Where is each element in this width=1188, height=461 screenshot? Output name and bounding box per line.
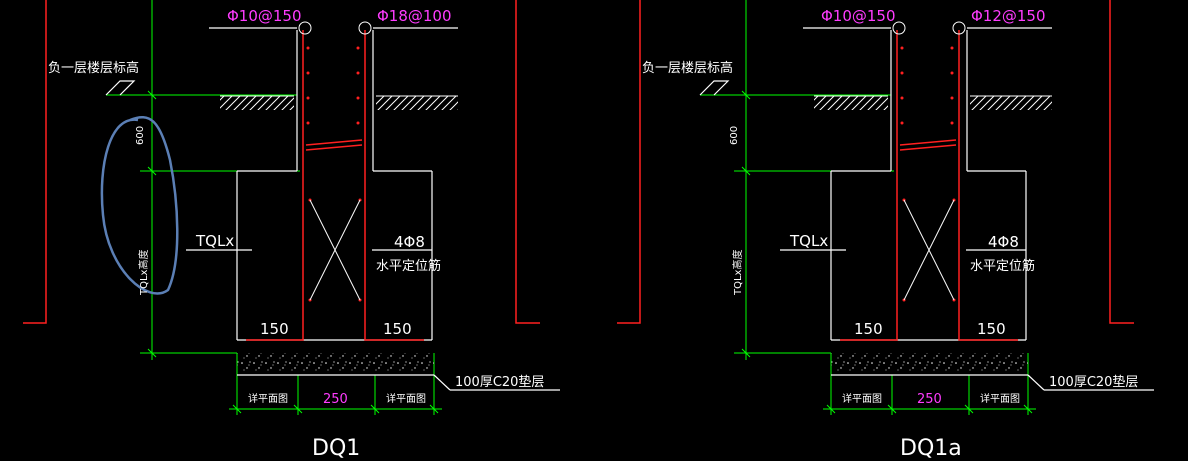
- rebar-dots: [900, 46, 956, 302]
- positioning-bars: 4Φ8: [394, 233, 425, 251]
- dim-250: 250: [917, 392, 942, 407]
- tql-label: TQLx: [789, 232, 828, 250]
- dimension-lines: [106, 0, 442, 415]
- dim-250: 250: [323, 392, 348, 407]
- tql-height-label: TQLx高度: [137, 250, 150, 296]
- positioning-cross: [903, 199, 955, 301]
- dim-150-right: 150: [383, 320, 412, 338]
- concrete-cushion: [831, 353, 1028, 372]
- cushion-label: 100厚C20垫层: [1049, 374, 1138, 390]
- wall-outline: [699, 27, 1154, 391]
- dim-150-left: 150: [854, 320, 883, 338]
- markup-circle: [100, 115, 179, 295]
- rebar-lines: [246, 30, 424, 341]
- rebar-left-spec: Φ10@150: [821, 7, 896, 25]
- dimension-lines: [700, 0, 1036, 415]
- positioning-note: 水平定位筋: [376, 258, 441, 274]
- positioning-cross: [309, 199, 361, 301]
- soil-hatch-left: [220, 96, 294, 110]
- rebar-dots: [306, 46, 362, 302]
- red-boundary-right: [1109, 0, 1134, 324]
- wall-outline: [105, 27, 560, 391]
- plan-ref-right: 详平面图: [980, 392, 1020, 405]
- tql-height-label: TQLx高度: [731, 250, 744, 296]
- plan-ref-right: 详平面图: [386, 392, 426, 405]
- rebar-left-spec: Φ10@150: [227, 7, 302, 25]
- detail-title: DQ1: [312, 436, 360, 461]
- detail-title: DQ1a: [900, 436, 962, 461]
- floor-elevation-label: 负一层楼层标高: [48, 60, 139, 76]
- soil-hatch-right: [376, 96, 458, 110]
- plan-ref-left: 详平面图: [842, 392, 882, 405]
- dim-600: 600: [729, 126, 740, 145]
- dim-600: 600: [135, 126, 146, 145]
- soil-hatch-left: [814, 96, 888, 110]
- red-boundary-right: [515, 0, 540, 324]
- bar-marker-right: [358, 21, 372, 35]
- soil-hatch-right: [970, 96, 1052, 110]
- plan-ref-left: 详平面图: [248, 392, 288, 405]
- rebar-right-spec: Φ12@150: [971, 7, 1046, 25]
- detail-dq1a: Φ10@150 Φ12@150 负一层楼层标高 600 TQLx高度 TQLx …: [617, 0, 1154, 461]
- bar-marker-left: [892, 21, 906, 35]
- cushion-label: 100厚C20垫层: [455, 374, 544, 390]
- concrete-cushion: [237, 353, 434, 372]
- positioning-note: 水平定位筋: [970, 258, 1035, 274]
- detail-dq1: Φ10@150 Φ18@100 负一层楼层标高 600 TQLx高度 TQLx …: [23, 0, 560, 461]
- red-boundary-left: [617, 0, 641, 324]
- bar-marker-left: [298, 21, 312, 35]
- dim-150-left: 150: [260, 320, 289, 338]
- bar-marker-right: [952, 21, 966, 35]
- dim-150-right: 150: [977, 320, 1006, 338]
- rebar-right-spec: Φ18@100: [377, 7, 452, 25]
- rebar-lines: [840, 30, 1018, 341]
- red-boundary-left: [23, 0, 47, 324]
- tql-label: TQLx: [195, 232, 234, 250]
- positioning-bars: 4Φ8: [988, 233, 1019, 251]
- floor-elevation-label: 负一层楼层标高: [642, 60, 733, 76]
